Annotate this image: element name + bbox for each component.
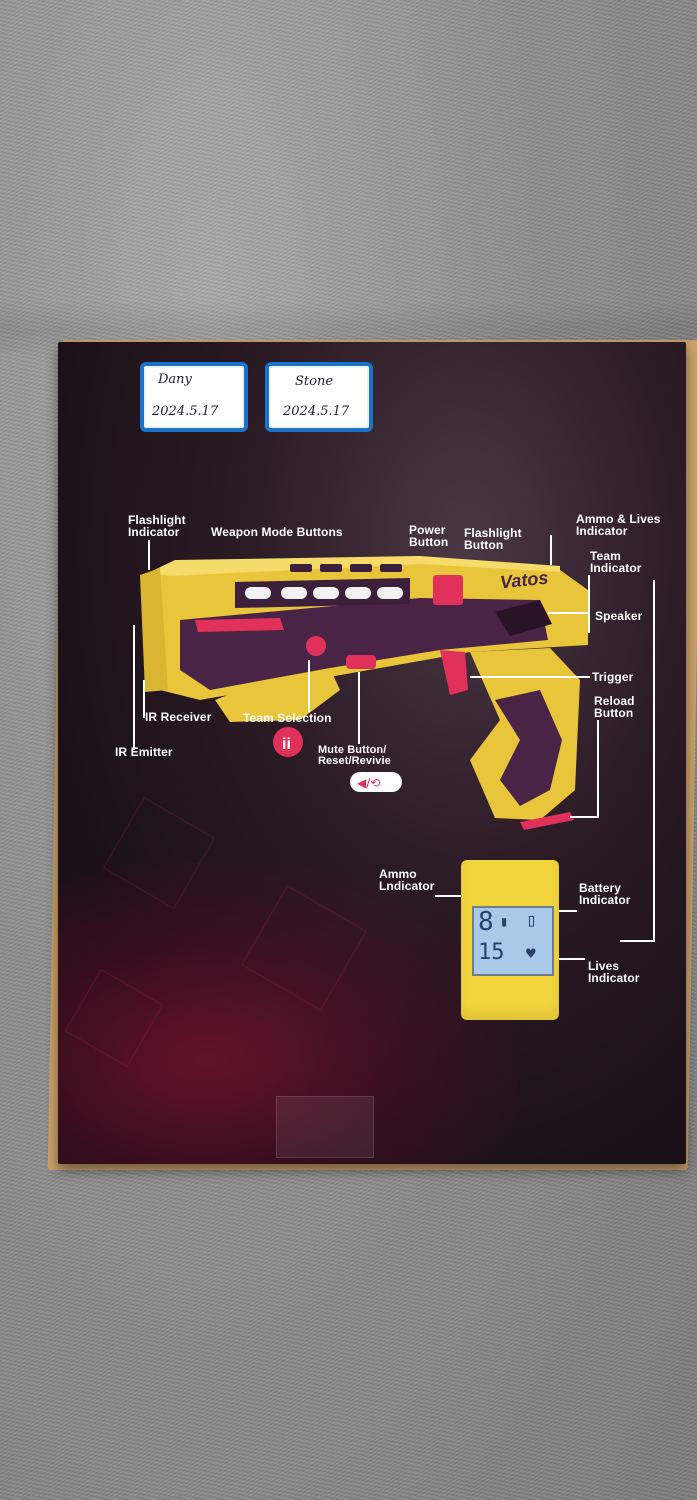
label-date-right: 2024.5.17: [283, 404, 350, 419]
callout-line: [555, 958, 585, 960]
callout-line: [620, 940, 655, 942]
product-box: [58, 342, 686, 1164]
callout-ir-receiver: IR Receiver: [145, 710, 212, 724]
callout-team-selection: Team Selection: [243, 711, 332, 725]
lcd-ammo-icon: ▮: [500, 914, 509, 930]
lcd-screen: [472, 906, 554, 976]
callout-line: [148, 540, 150, 570]
callout-weapon-mode-buttons: Weapon Mode Buttons: [211, 525, 343, 539]
svg-text:ii: ii: [282, 736, 291, 753]
trigger-shape: [440, 650, 468, 695]
weapon-mode-buttons: [245, 587, 403, 599]
heart-icon: ♥: [526, 944, 536, 963]
speaker-grill: [495, 600, 552, 636]
box-red-glow: [58, 862, 518, 1164]
callout-speaker: Speaker: [595, 609, 643, 623]
callout-line: [550, 535, 552, 565]
callout-line: [588, 575, 590, 633]
callout-line: [570, 816, 599, 818]
callout-trigger: Trigger: [592, 670, 634, 684]
callout-line: [555, 910, 577, 912]
tape-patch: [276, 1096, 374, 1158]
mute-reset-icon: [350, 772, 402, 792]
callout-line: [597, 720, 599, 818]
callout-line: [653, 580, 655, 942]
power-button-shape: [433, 575, 463, 605]
callout-line: [470, 676, 590, 678]
reload-button-shape: [520, 812, 574, 830]
battery-icon: ▯: [526, 910, 537, 931]
callout-line: [548, 612, 588, 614]
callout-line: [143, 680, 145, 718]
label-card-right: [265, 362, 373, 432]
team-selection-button-shape: [306, 636, 326, 656]
gun-accent-bar: [195, 618, 284, 632]
callout-line: [435, 895, 465, 897]
svg-text:◀/⟲: ◀/⟲: [357, 776, 380, 790]
gun-top-ridges: [290, 564, 402, 572]
label-card-left: [140, 362, 248, 432]
label-name-left: Dany: [158, 372, 192, 387]
callout-mute-button: Mute Button/Reset/Revivie: [318, 744, 391, 767]
team-selection-icon: [273, 727, 303, 757]
lcd-ammo-value: 8: [478, 907, 494, 937]
label-name-right: Stone: [295, 374, 334, 389]
callout-line: [308, 660, 310, 712]
lcd-lives-value: 15: [478, 940, 505, 965]
callout-ir-emitter: IR Emitter: [115, 745, 173, 759]
label-date-left: 2024.5.17: [152, 404, 219, 419]
callout-line: [133, 625, 135, 750]
mute-button-shape: [346, 655, 376, 669]
callout-line: [358, 672, 360, 744]
